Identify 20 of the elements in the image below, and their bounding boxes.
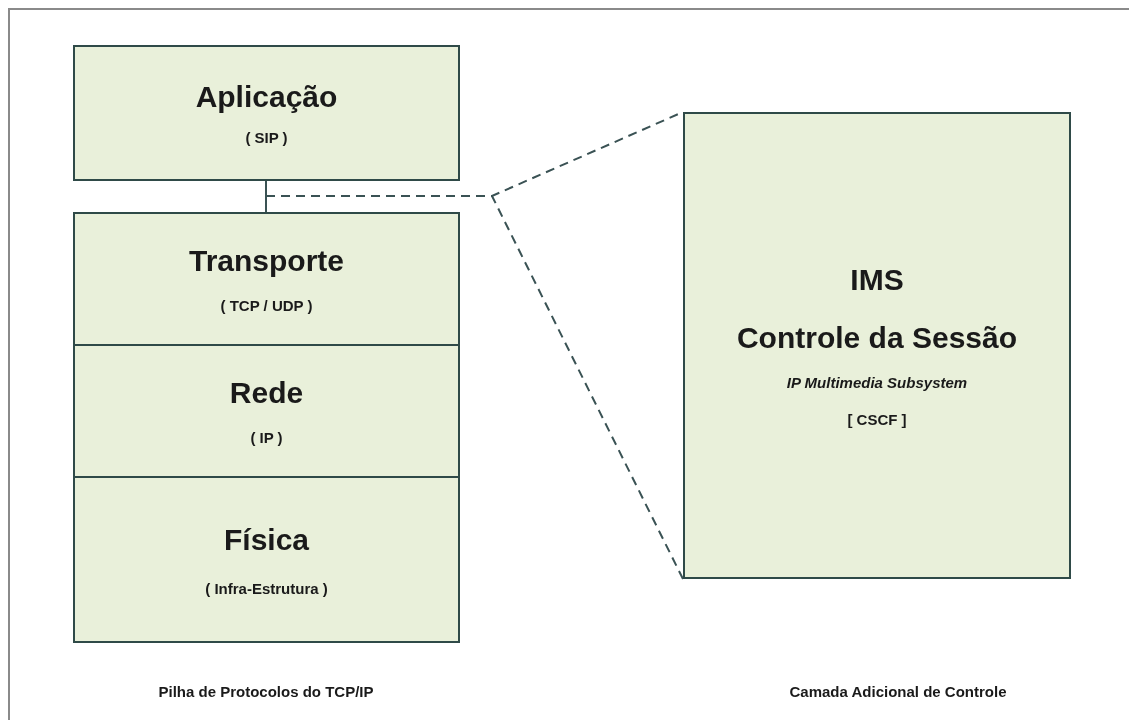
layer-title: Aplicação bbox=[195, 79, 338, 115]
caption-text: Camada Adicional de Controle bbox=[789, 683, 1007, 700]
layer-title: Controle da Sessão bbox=[736, 320, 1018, 356]
caption-text: Pilha de Protocolos do TCP/IP bbox=[158, 683, 374, 700]
layer-title: Transporte bbox=[188, 243, 344, 279]
layer-box bbox=[73, 212, 460, 346]
layer-subtitle: ( Infra-Estrutura ) bbox=[205, 579, 328, 598]
layer-subtitle: [ CSCF ] bbox=[847, 411, 907, 429]
layer-title: Física bbox=[223, 521, 310, 558]
layer-title: Rede bbox=[229, 375, 304, 411]
layer-box bbox=[73, 344, 460, 478]
layer-subtitle: ( IP ) bbox=[250, 429, 283, 447]
layer-subtitle: ( TCP / UDP ) bbox=[220, 297, 313, 315]
layer-box bbox=[73, 476, 460, 643]
layer-subtitle: IP Multimedia Subsystem bbox=[786, 374, 968, 391]
layer-subtitle: ( SIP ) bbox=[245, 129, 288, 147]
layer-box bbox=[683, 112, 1071, 579]
connector-line bbox=[265, 180, 267, 213]
layer-box bbox=[73, 45, 460, 181]
layer-title: IMS bbox=[850, 262, 904, 298]
